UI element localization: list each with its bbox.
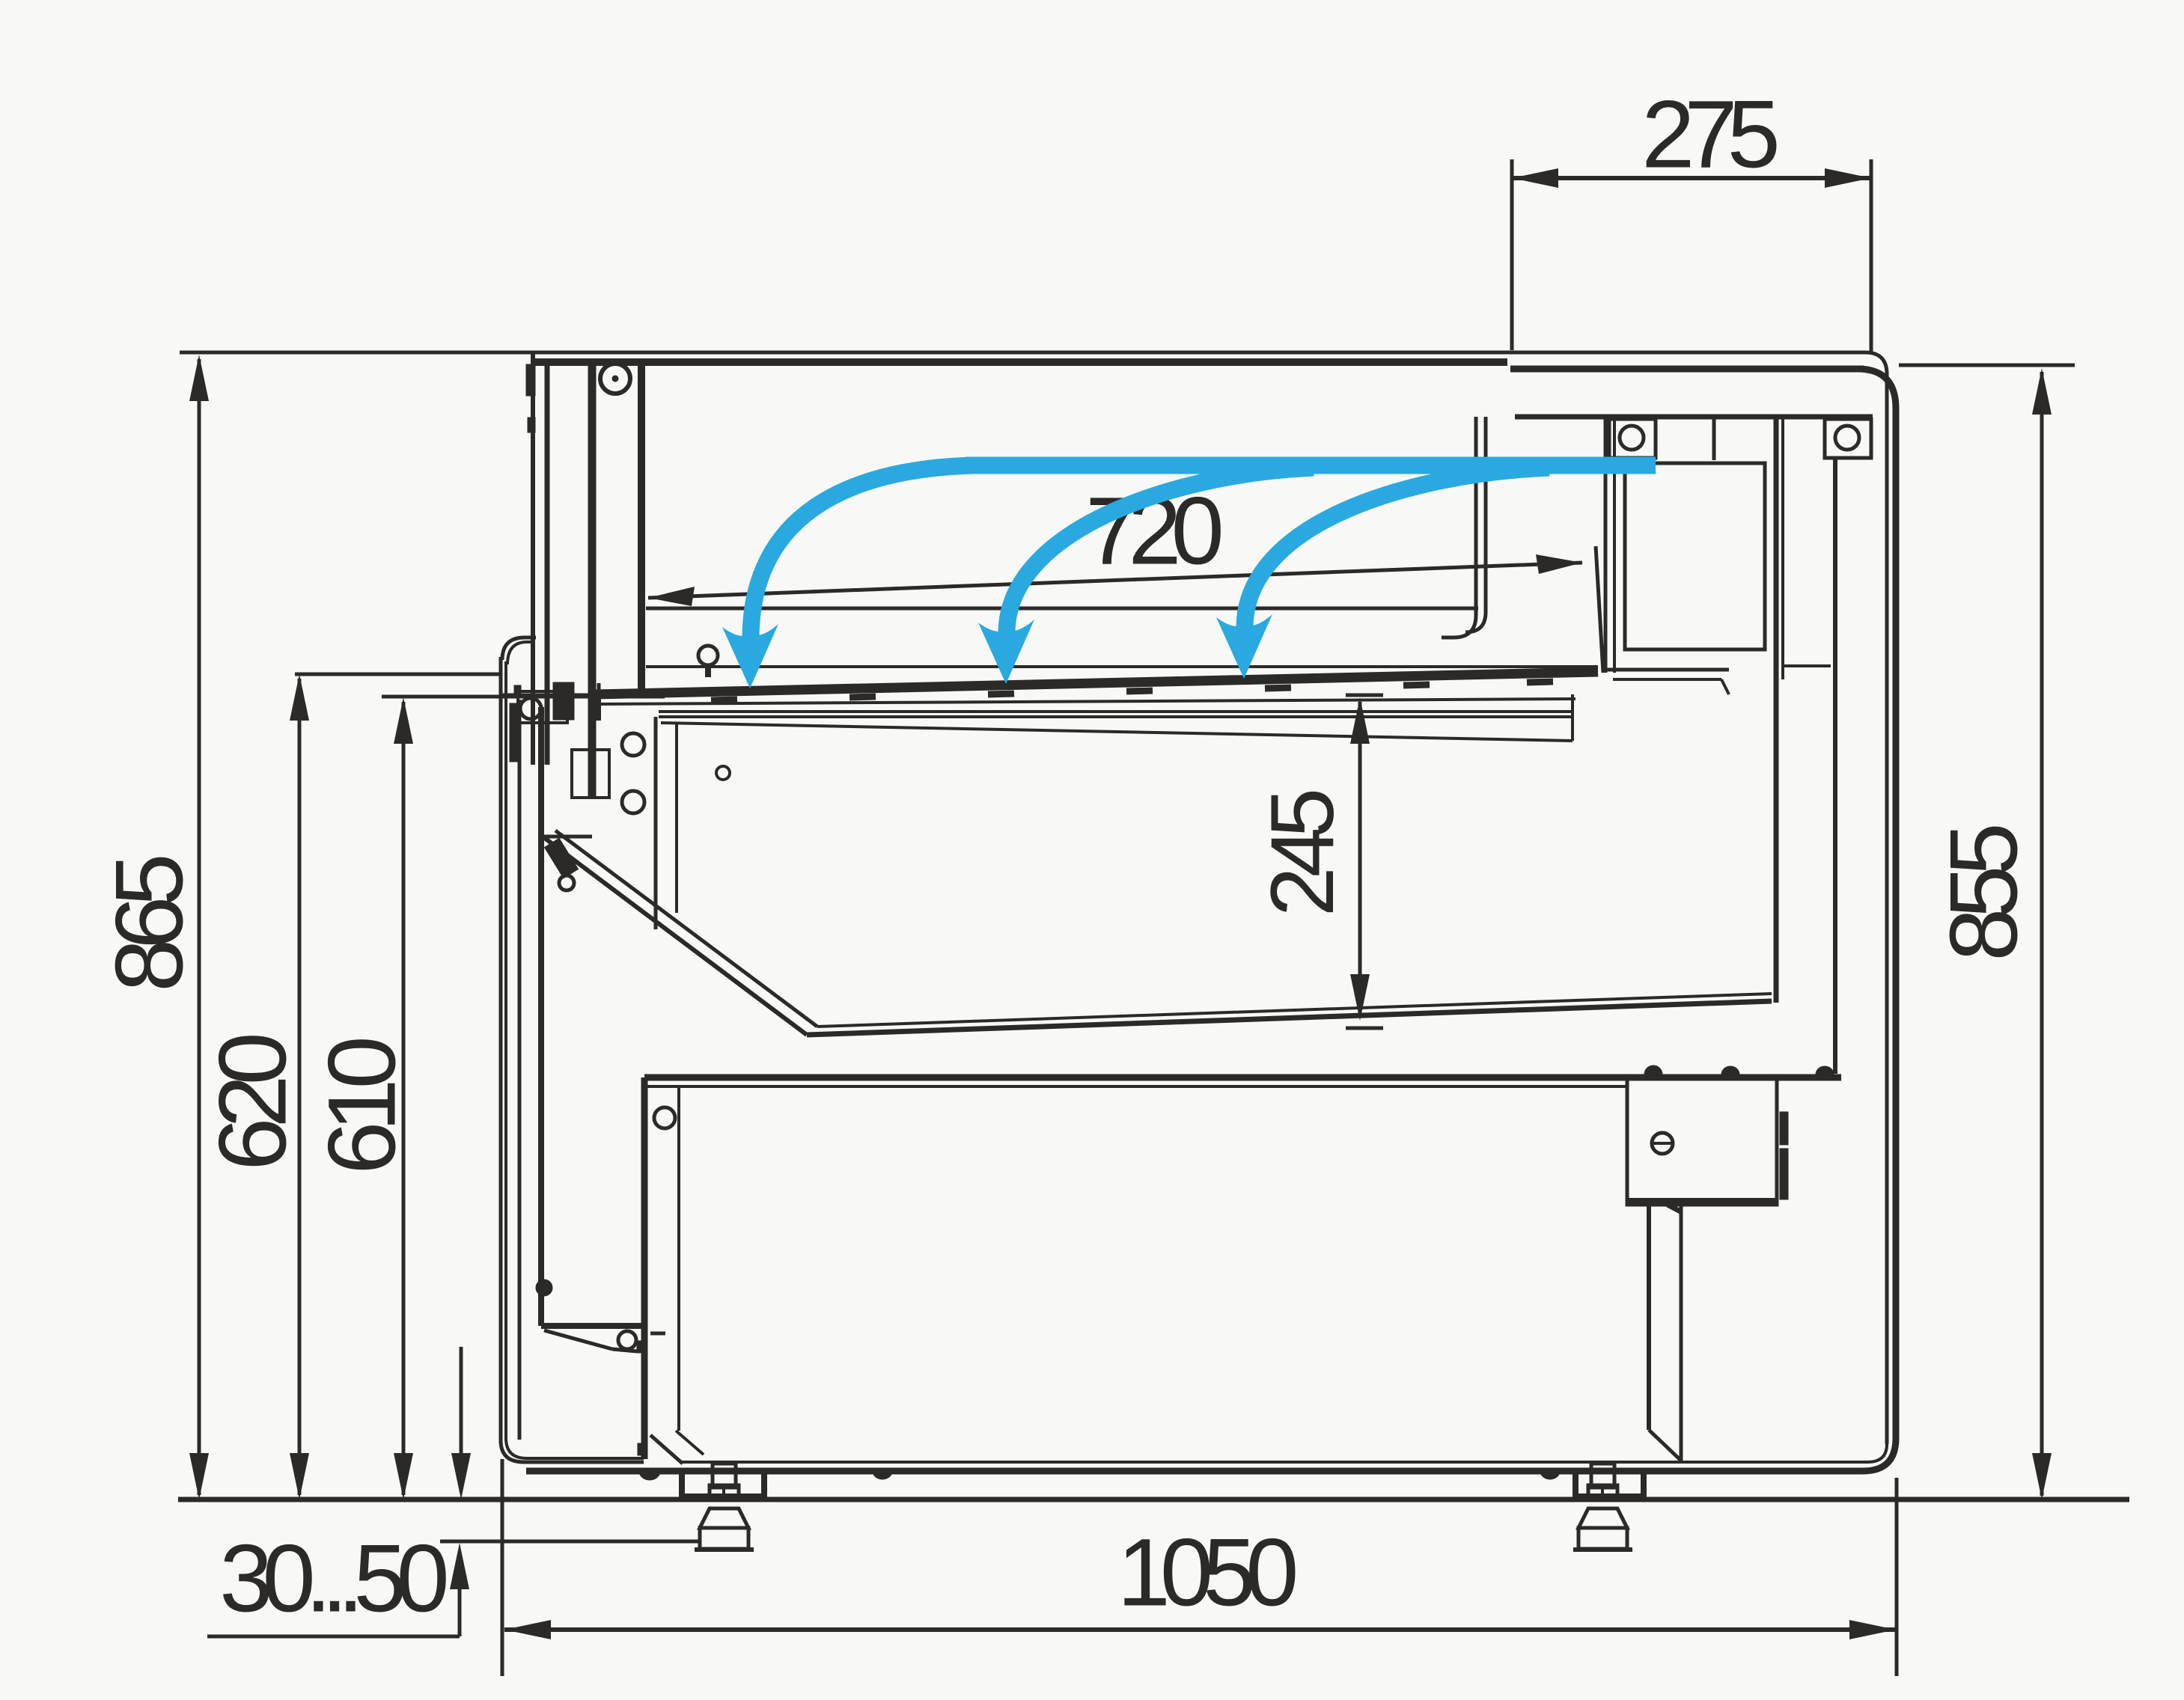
svg-text:865: 865 — [97, 857, 204, 991]
svg-text:275: 275 — [1641, 82, 1776, 189]
svg-text:620: 620 — [200, 1035, 307, 1170]
svg-text:855: 855 — [1931, 826, 2038, 961]
svg-text:610: 610 — [309, 1039, 416, 1174]
svg-text:245: 245 — [1252, 792, 1352, 917]
svg-text:30...50: 30...50 — [219, 1526, 446, 1633]
svg-text:1050: 1050 — [1117, 1520, 1296, 1627]
